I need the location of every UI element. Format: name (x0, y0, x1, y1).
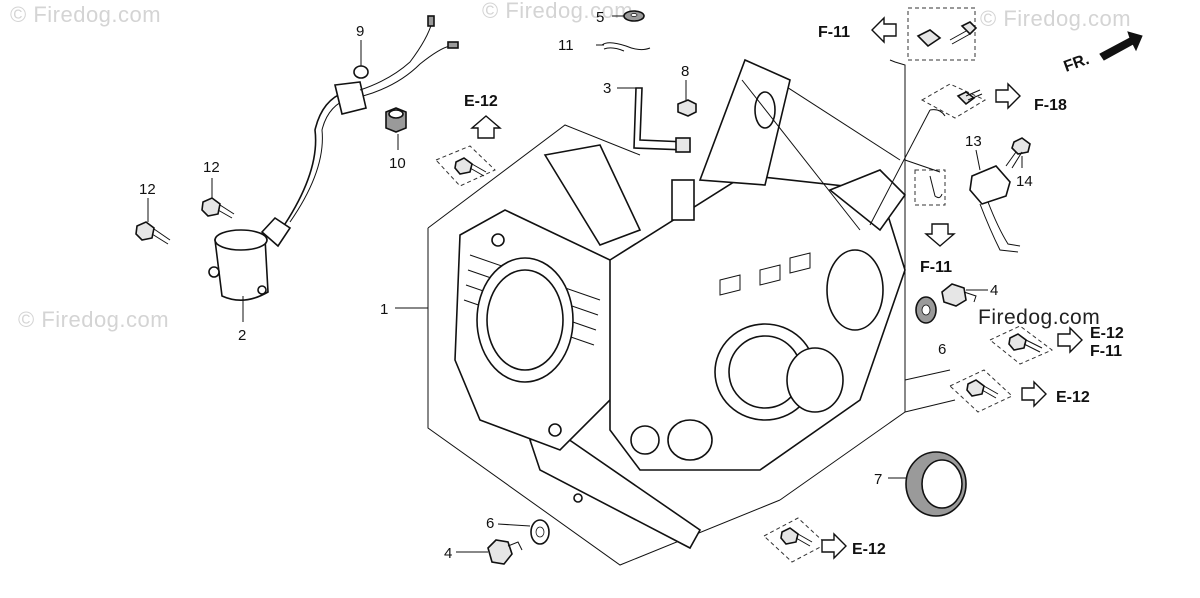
callout-4-right: 4 (990, 282, 998, 299)
leader-lines (147, 15, 1023, 553)
watermark-site-dark: Firedog.com (978, 306, 1101, 329)
callout-12-upper: 12 (203, 159, 220, 176)
bolt-4-right (941, 283, 977, 307)
callout-12-lower: 12 (139, 181, 156, 198)
clip (601, 42, 651, 52)
callout-10: 10 (389, 155, 406, 172)
control-rod (633, 87, 691, 153)
callout-7: 7 (874, 471, 882, 488)
ref-arrow-e12-right (1021, 380, 1047, 408)
callout-1: 1 (380, 301, 388, 318)
nut-8 (677, 99, 697, 117)
ref-label-e12-left: E-12 (464, 93, 498, 110)
ref-arrow-f18 (995, 82, 1021, 110)
ref-arrow-f11-right (1057, 326, 1083, 354)
watermark-top-left: © Firedog.com (10, 2, 162, 27)
oil-level-switch (208, 15, 459, 301)
bolt-4-bottom (487, 539, 523, 565)
connector-lines (869, 59, 956, 413)
cylinder-block (454, 58, 907, 550)
callout-11: 11 (558, 37, 574, 54)
watermark-top-right: © Firedog.com (980, 6, 1132, 31)
flange-nut-10 (385, 107, 407, 133)
ref-arrow-e12-left (470, 115, 502, 139)
ref-arrow-e12-bottom (821, 532, 847, 560)
bolt-12-lower (135, 221, 171, 245)
ref-arrow-f11-top (871, 16, 897, 44)
sensor-13 (969, 165, 1021, 253)
callout-8: 8 (681, 63, 689, 80)
screw-14 (1005, 137, 1031, 169)
ref-label-e12-overlap: E-12 (1090, 325, 1124, 342)
washer-6-bottom (530, 519, 550, 545)
watermark-mid-left: © Firedog.com (18, 307, 170, 332)
washer-6-right (915, 296, 937, 324)
crankcase-assembly-outline (427, 59, 906, 566)
front-label: FR. (1062, 51, 1092, 76)
ref-label-f11-right: F-11 (1090, 343, 1122, 360)
callout-4-bottom: 4 (444, 545, 452, 562)
callout-2: 2 (238, 327, 246, 344)
ref-label-f18: F-18 (1034, 97, 1067, 114)
callout-14: 14 (1016, 173, 1033, 190)
ref-box-bolt-right (989, 325, 1053, 365)
ref-label-f11-top: F-11 (818, 24, 850, 41)
callout-6-right: 6 (938, 341, 946, 358)
washer-5 (623, 10, 645, 22)
callout-3: 3 (603, 80, 611, 97)
watermark-top-center: © Firedog.com (482, 0, 634, 23)
ref-box-bolt-bottom (763, 517, 827, 563)
ref-box-bolt-left (435, 145, 496, 187)
oil-seal-7 (905, 451, 967, 517)
front-direction-arrow: FR. (1062, 31, 1143, 76)
callout-6-bottom: 6 (486, 515, 494, 532)
callout-13: 13 (965, 133, 982, 150)
ref-label-e12-bottom: E-12 (852, 541, 886, 558)
bolt-12-upper (201, 197, 235, 219)
ref-box-clamp-top (907, 7, 978, 61)
o-ring-9 (353, 65, 369, 79)
callout-9: 9 (356, 23, 364, 40)
ref-label-e12-right: E-12 (1056, 389, 1090, 406)
ref-arrow-f11-mid (924, 223, 956, 247)
ref-box-bolt-e12 (949, 369, 1013, 413)
callout-5: 5 (596, 9, 604, 26)
ref-box-bracket (914, 83, 987, 206)
ref-label-f11-mid: F-11 (920, 259, 952, 276)
